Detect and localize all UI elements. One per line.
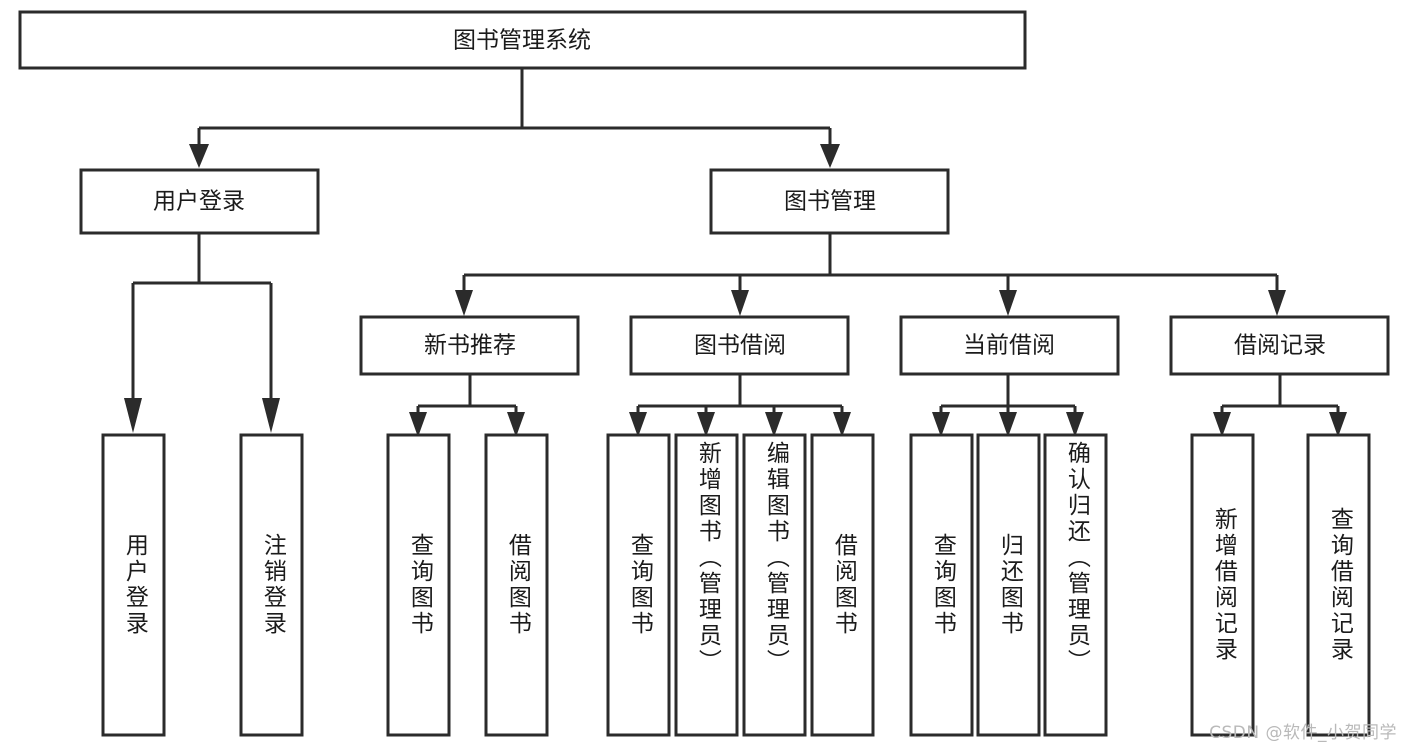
node-borrow-record-box[interactable] xyxy=(1169,315,1390,376)
node-leaf-logout-box[interactable] xyxy=(239,433,304,737)
node-book-borrow[interactable]: 图书借阅 xyxy=(629,315,850,376)
node-leaf-edit-book-box[interactable] xyxy=(742,433,807,737)
arrow-head-leaf-query-book-3 xyxy=(932,412,950,437)
node-root-label: 图书管理系统 xyxy=(453,28,591,54)
node-borrow-record-label: 借阅记录 xyxy=(1234,333,1326,359)
node-root[interactable]: 图书管理系统 xyxy=(18,10,1027,70)
arrow-head-leaf-user-login xyxy=(124,398,142,433)
arrow-head-leaf-add-record xyxy=(1213,412,1231,437)
arrow-head-leaf-add-book xyxy=(697,412,715,437)
arrow-head-new-book-recommend xyxy=(455,290,473,316)
arrow-head-current-borrow xyxy=(999,290,1017,316)
node-leaf-add-book-box[interactable] xyxy=(674,433,739,737)
arrow-head-leaf-borrow-book-1 xyxy=(507,412,525,437)
node-new-book-recommend-label: 新书推荐 xyxy=(424,333,516,359)
arrow-head-user-login xyxy=(189,144,209,168)
node-leaf-confirm-return-box[interactable] xyxy=(1043,433,1108,737)
connector-group xyxy=(124,68,1347,437)
arrow-head-leaf-edit-book xyxy=(765,412,783,437)
arrow-head-leaf-query-book-1 xyxy=(409,412,427,437)
arrow-head-leaf-logout xyxy=(262,398,280,433)
node-book-management-box[interactable] xyxy=(709,168,950,235)
node-current-borrow-box[interactable] xyxy=(899,315,1120,376)
node-book-management-label: 图书管理 xyxy=(784,189,876,215)
node-leaf-return-book-box[interactable] xyxy=(976,433,1041,737)
node-leaf-query-book-1-box[interactable] xyxy=(386,433,451,737)
arrow-head-borrow-record xyxy=(1268,290,1286,316)
arrow-head-leaf-borrow-book-2 xyxy=(833,412,851,437)
arrow-head-leaf-query-book-2 xyxy=(629,412,647,437)
arrow-head-leaf-return-book xyxy=(999,412,1017,437)
arrow-head-leaf-query-record xyxy=(1329,412,1347,437)
node-new-book-recommend-box[interactable] xyxy=(359,315,580,376)
node-user-login-label: 用户登录 xyxy=(153,189,245,215)
node-root-box[interactable] xyxy=(18,10,1027,70)
node-book-borrow-label: 图书借阅 xyxy=(694,333,786,359)
node-user-login[interactable]: 用户登录 xyxy=(79,168,320,235)
arrow-head-book-management xyxy=(820,144,840,168)
node-borrow-record[interactable]: 借阅记录 xyxy=(1169,315,1390,376)
node-book-management[interactable]: 图书管理 xyxy=(709,168,950,235)
node-leaf-borrow-book-2-box[interactable] xyxy=(810,433,875,737)
node-leaf-borrow-book-1-box[interactable] xyxy=(484,433,549,737)
node-current-borrow-label: 当前借阅 xyxy=(963,333,1055,359)
node-leaf-user-login-box[interactable] xyxy=(101,433,166,737)
node-leaf-query-book-3-box[interactable] xyxy=(909,433,974,737)
node-leaf-query-record-box[interactable] xyxy=(1306,433,1371,737)
arrow-head-book-borrow xyxy=(731,290,749,316)
node-book-borrow-box[interactable] xyxy=(629,315,850,376)
node-new-book-recommend[interactable]: 新书推荐 xyxy=(359,315,580,376)
node-leaf-query-book-2-box[interactable] xyxy=(606,433,671,737)
node-user-login-box[interactable] xyxy=(79,168,320,235)
node-leaf-add-record-box[interactable] xyxy=(1190,433,1255,737)
arrow-head-leaf-confirm-return xyxy=(1066,412,1084,437)
node-current-borrow[interactable]: 当前借阅 xyxy=(899,315,1120,376)
leaf-node-group xyxy=(101,433,1371,737)
